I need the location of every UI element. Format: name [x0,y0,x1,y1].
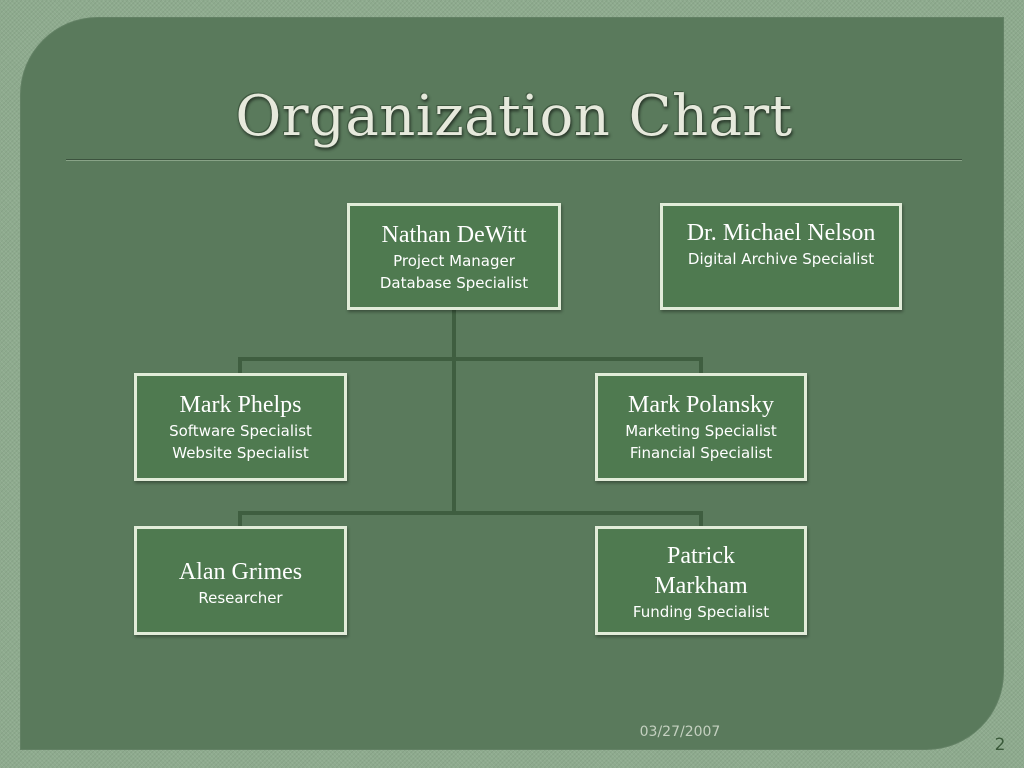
node-role: Financial Specialist [629,444,773,462]
node-role: Funding Specialist [632,603,770,621]
slide-date: 03/27/2007 [639,724,721,740]
org-node-mark-phelps: Mark Phelps Software Specialist Website … [134,373,347,481]
slide-title: Organization Chart [235,84,793,149]
node-role: Marketing Specialist [625,422,777,440]
node-role: Software Specialist [169,422,312,440]
org-node-patrick-markham: Patrick Markham Funding Specialist [595,526,807,635]
node-name: Mark Phelps [179,392,302,418]
page-number: 2 [994,735,1006,755]
node-name: Nathan DeWitt [381,222,527,248]
node-name: Mark Polansky [628,392,774,418]
node-role: Database Specialist [379,274,529,292]
node-role: Project Manager [393,252,515,270]
org-node-nathan-dewitt: Nathan DeWitt Project Manager Database S… [347,203,561,310]
title-divider [66,159,962,161]
node-name: Alan Grimes [178,559,303,585]
org-node-alan-grimes: Alan Grimes Researcher [134,526,347,635]
node-role: Researcher [198,589,283,607]
org-node-mark-polansky: Mark Polansky Marketing Specialist Finan… [595,373,807,481]
node-name: Dr. Michael Nelson [686,220,876,246]
node-name: Patrick Markham [654,543,748,599]
node-role: Digital Archive Specialist [687,250,875,268]
org-node-michael-nelson: Dr. Michael Nelson Digital Archive Speci… [660,203,902,310]
node-role: Website Specialist [172,444,309,462]
